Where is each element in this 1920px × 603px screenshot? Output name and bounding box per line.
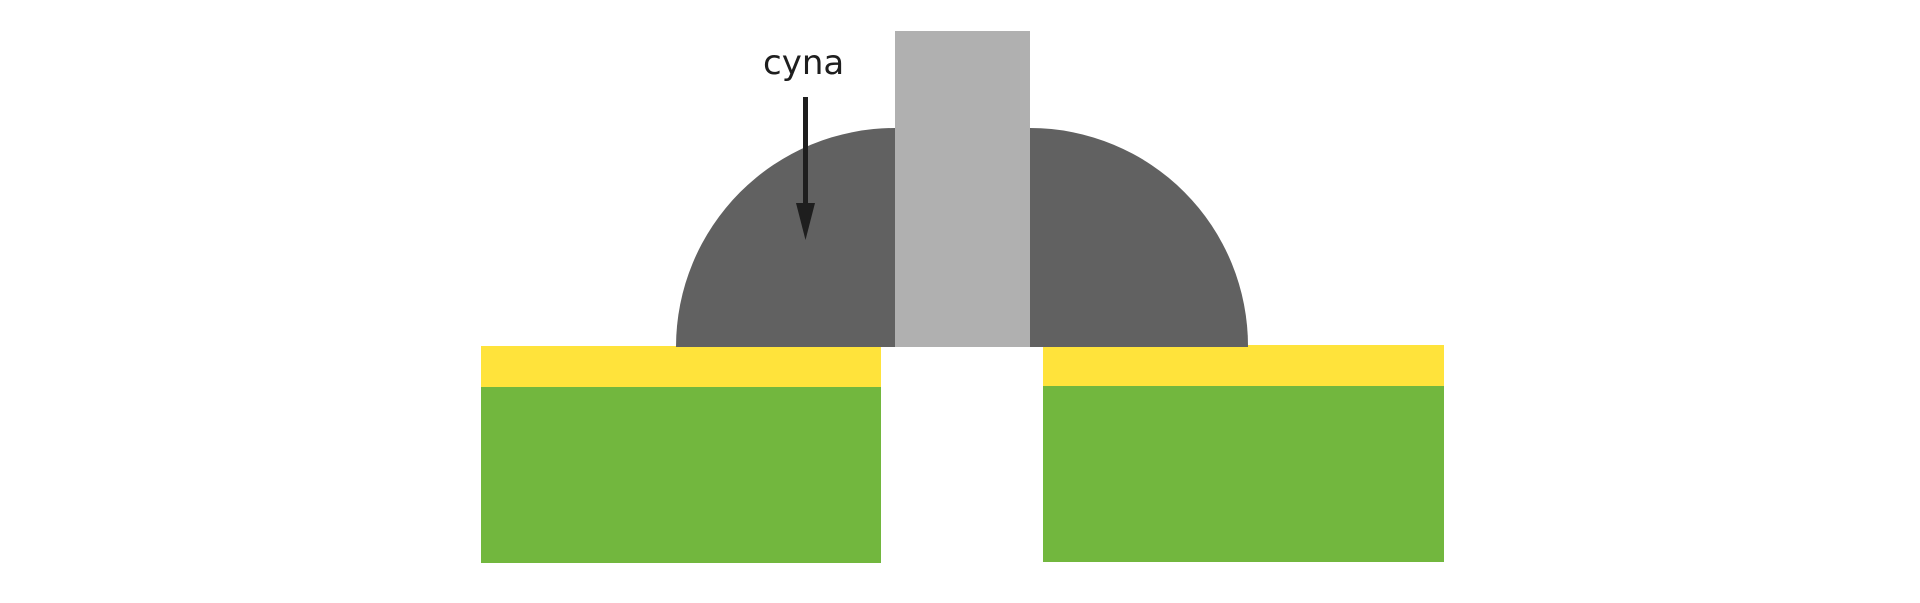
pcb-left xyxy=(481,387,881,563)
solder-joint-left xyxy=(676,128,895,347)
arrow-down-icon xyxy=(796,97,815,240)
copper-pad-right xyxy=(1043,345,1444,386)
pcb-right xyxy=(1043,386,1444,562)
solder-joint-right xyxy=(1030,128,1249,347)
component-pin xyxy=(895,31,1030,347)
solder-label: cyna xyxy=(763,43,845,83)
copper-pad-left xyxy=(481,346,881,387)
